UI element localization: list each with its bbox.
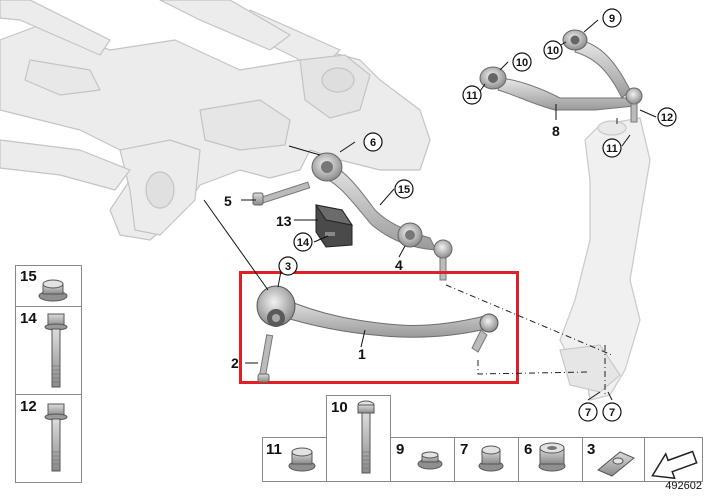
circle-7b: [602, 402, 622, 422]
flange-bolt-icon: [44, 403, 68, 472]
circle-10b: [512, 52, 532, 72]
assembly-lines: [445, 118, 618, 395]
clip-nut-icon: [597, 451, 635, 477]
callout-10a: 10: [547, 45, 559, 57]
highlight-box: [239, 271, 519, 384]
legend-bottom-row: [262, 395, 703, 482]
circle-7a: [578, 402, 598, 422]
circle-11b: [602, 138, 622, 158]
callout-6: 6: [370, 137, 376, 149]
legend-label-14: 14: [20, 310, 37, 327]
callout-13: 13: [276, 213, 292, 229]
hex-nut-icon: [288, 447, 316, 472]
legend-left-column: [15, 265, 82, 483]
circle-12: [657, 107, 677, 127]
torx-bolt-icon: [357, 400, 375, 474]
callout-10b: 10: [516, 57, 528, 69]
circle-14: [293, 232, 313, 252]
callout-14: 14: [297, 237, 310, 249]
upper-wishbone: [479, 29, 643, 123]
legend-label-7: 7: [460, 441, 469, 458]
circle-10a: [543, 40, 563, 60]
wheel-carrier: [559, 117, 651, 401]
callout-5: 5: [224, 193, 232, 209]
plain-callouts: 1 2 4 5 8 13: [224, 123, 560, 371]
callout-12: 12: [661, 112, 673, 124]
legend-label-3: 3: [587, 441, 596, 458]
circle-9: [602, 8, 622, 28]
callout-1: 1: [358, 346, 366, 362]
legend-label-15: 15: [20, 268, 37, 285]
legend-label-12: 12: [20, 398, 37, 415]
circle-3: [278, 256, 298, 276]
bolt-5: [252, 181, 311, 206]
callout-8: 8: [552, 123, 560, 139]
flange-bolt-long-icon: [44, 313, 68, 388]
circle-15: [394, 179, 414, 199]
callout-11a: 11: [466, 90, 478, 102]
self-locking-nut-icon: [417, 451, 443, 470]
rubber-mount-13: [314, 204, 354, 248]
legend-label-10: 10: [331, 399, 348, 416]
circle-11a: [462, 85, 482, 105]
callout-9: 9: [609, 13, 615, 25]
subframe: [0, 0, 431, 241]
flange-nut-icon: [38, 279, 68, 302]
orientation-arrow-icon: [651, 450, 698, 480]
callout-4: 4: [395, 257, 403, 273]
circled-callout-labels: 3 6 7 7 9 10 10 11 11 12 14 15: [285, 13, 673, 419]
collar-nut-icon: [478, 445, 504, 472]
legend-label-11: 11: [266, 441, 282, 458]
legend-box-12: [15, 394, 82, 483]
lower-control-arm: [256, 285, 499, 353]
circled-callouts: [278, 8, 677, 422]
legend-label-9: 9: [396, 441, 405, 458]
legend-label-6: 6: [524, 441, 533, 458]
large-hex-nut-icon: [538, 442, 566, 472]
callout-7b: 7: [609, 407, 615, 419]
circle-6: [363, 132, 383, 152]
diagram-id: 492602: [665, 480, 702, 492]
tension-strut: [311, 152, 453, 281]
callout-11b: 11: [606, 143, 618, 155]
bolt-2: [257, 334, 274, 383]
callout-7a: 7: [585, 407, 591, 419]
callout-3: 3: [285, 261, 291, 273]
callout-15: 15: [398, 184, 410, 196]
callout-2: 2: [231, 355, 239, 371]
